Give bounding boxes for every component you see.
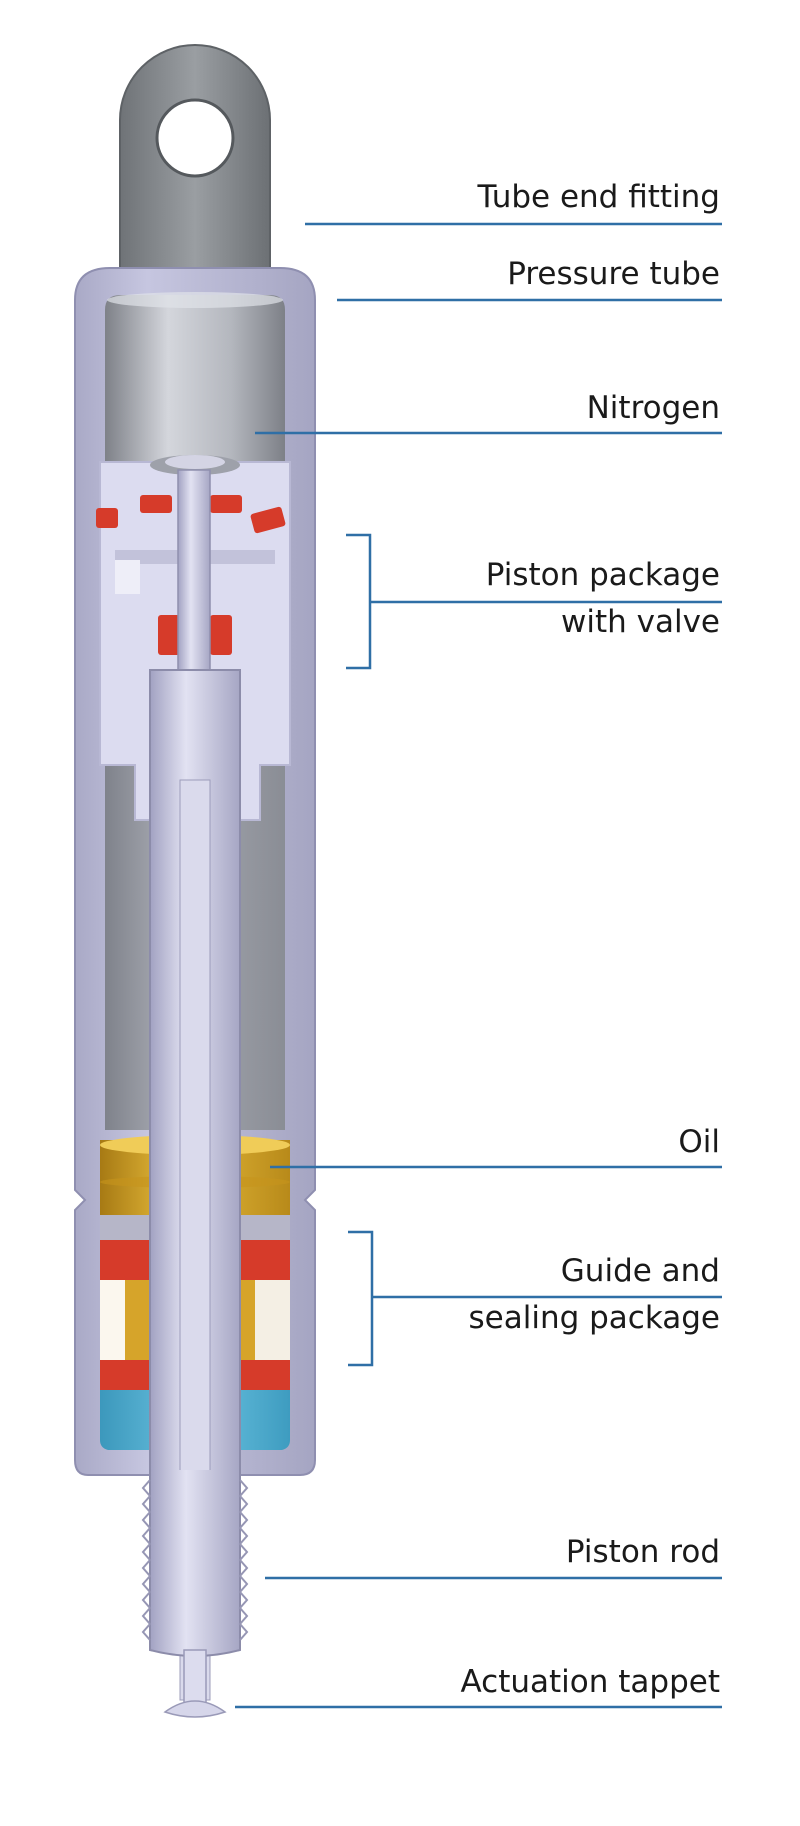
label-actuation-tappet: Actuation tappet [460,1664,720,1700]
label-pressure-tube: Pressure tube [507,256,720,292]
label-nitrogen: Nitrogen [586,390,720,426]
bracket-piston-package [346,533,372,670]
label-tube-end-fitting: Tube end fitting [477,179,720,215]
bracket-guide-sealing [348,1230,374,1367]
piston-seal [96,508,118,528]
label-guide-sealing: Guide and sealing package [469,1256,721,1334]
label-guide-sealing-line1: Guide and [560,1253,720,1289]
label-piston-package-line1: Piston package [485,557,720,593]
label-oil: Oil [678,1124,720,1160]
nitrogen-part [105,292,285,462]
mounting-eye-hole [155,98,235,178]
leader-lines [235,222,722,1709]
label-piston-rod: Piston rod [565,1534,720,1570]
valve-seal [158,615,180,655]
label-piston-package: Piston package with valve [486,560,720,638]
piston-seal [140,495,172,513]
tube-end-fitting-part [119,44,271,301]
valve-seal [210,615,232,655]
piston-seal [250,506,286,534]
piston-rod-part [141,669,249,1701]
piston-seal [210,495,242,513]
actuation-tappet-part [163,1649,227,1718]
label-piston-package-line2: with valve [561,604,720,640]
label-guide-sealing-line2: sealing package [468,1300,721,1336]
